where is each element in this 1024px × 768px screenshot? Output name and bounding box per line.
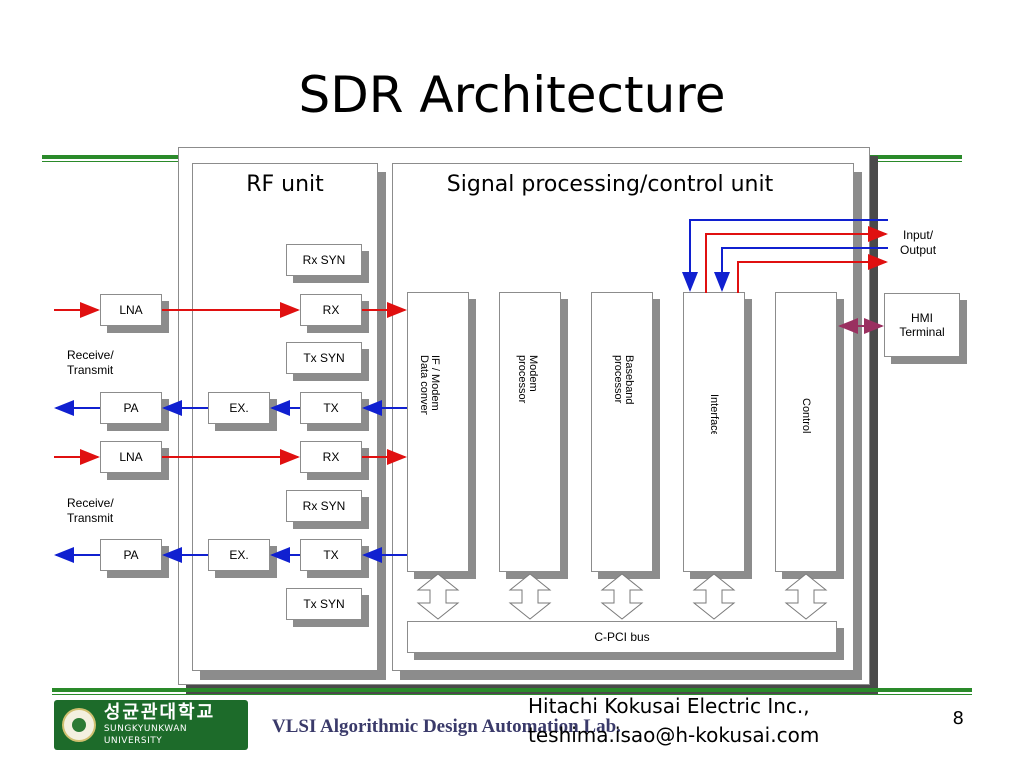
input-output-label: Input/ Output — [900, 228, 937, 257]
header-rule-left — [42, 155, 178, 159]
rx-syn-1-block: Rx SYN — [286, 244, 362, 276]
footer-rule — [52, 688, 972, 692]
header-rule-left-thin — [42, 161, 178, 162]
processing-column-5 — [775, 292, 837, 572]
lna-2-block: LNA — [100, 441, 162, 473]
page-number: 8 — [952, 708, 964, 729]
processing-column-4-label: Interface — [708, 394, 719, 434]
tx-syn-1-block: Tx SYN — [286, 342, 362, 374]
processing-column-1 — [407, 292, 469, 572]
pa-2-block: PA — [100, 539, 162, 571]
tx-2-block: TX — [300, 539, 362, 571]
university-logo: 성균관대학교 SUNGKYUNKWAN UNIVERSITY — [54, 700, 248, 750]
header-rule-right — [870, 155, 962, 159]
processing-column-1-label: IF / Modem Data convert. — [418, 355, 440, 415]
header-rule-right-thin — [870, 161, 962, 162]
receive-transmit-label-2: Receive/ Transmit — [67, 496, 114, 525]
processing-column-3 — [591, 292, 653, 572]
processing-column-3-label: Baseband processor — [612, 355, 634, 405]
tx-1-block: TX — [300, 392, 362, 424]
processing-column-2-label: Modem processor — [516, 355, 538, 404]
tx-syn-2-block: Tx SYN — [286, 588, 362, 620]
university-emblem-icon — [62, 708, 96, 742]
processing-column-4 — [683, 292, 745, 572]
pa-1-block: PA — [100, 392, 162, 424]
processing-column-2 — [499, 292, 561, 572]
footer-email: teshima.isao@h-kokusai.com — [528, 723, 820, 747]
lna-1-block: LNA — [100, 294, 162, 326]
university-name-english: SUNGKYUNKWAN UNIVERSITY — [103, 724, 188, 746]
footer-rule-thin — [52, 694, 972, 695]
ex-2-block: EX. — [208, 539, 270, 571]
signal-unit-label: Signal processing/control unit — [446, 172, 774, 197]
lab-name: VLSI Algorithmic Design Automation Lab. — [272, 716, 621, 737]
c-pci-bus: C-PCI bus — [407, 621, 837, 653]
rf-unit-label: RF unit — [246, 172, 324, 197]
rx-2-block: RX — [300, 441, 362, 473]
receive-transmit-label-1: Receive/ Transmit — [67, 348, 114, 377]
university-name-korean: 성균관대학교 — [103, 702, 216, 723]
ex-1-block: EX. — [208, 392, 270, 424]
processing-column-5-label: Control — [800, 398, 811, 434]
footer-company: Hitachi Kokusai Electric Inc., — [528, 694, 810, 718]
rx-syn-2-block: Rx SYN — [286, 490, 362, 522]
rx-1-block: RX — [300, 294, 362, 326]
slide-title: SDR Architecture — [298, 66, 726, 124]
hmi-terminal-block: HMI Terminal — [884, 293, 960, 357]
